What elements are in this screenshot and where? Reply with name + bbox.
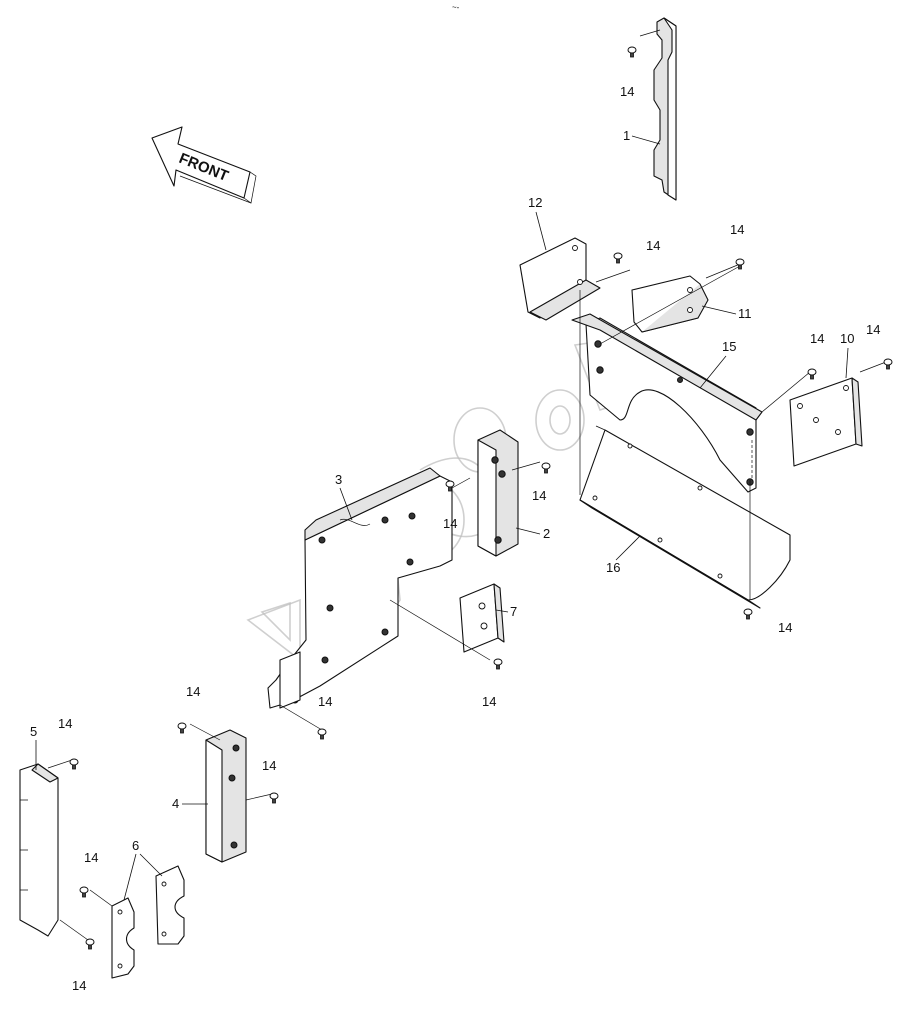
part-6-clamps xyxy=(111,865,185,979)
screw-14: 14 xyxy=(79,850,98,898)
part-11-bracket xyxy=(631,275,709,333)
front-arrow: FRONT xyxy=(151,126,257,204)
screw-label-14: 14 xyxy=(482,694,496,709)
screw-2: 14 xyxy=(613,238,660,264)
screw-label-14: 14 xyxy=(443,516,457,531)
part-12-bracket xyxy=(519,237,601,321)
screw-label-14: 14 xyxy=(646,238,660,253)
screw-label-14: 14 xyxy=(84,850,98,865)
screw-5: 14 xyxy=(866,322,893,370)
part-5-bracket xyxy=(19,763,59,937)
top-mark: ~- xyxy=(452,3,460,12)
label-part-15: 15 xyxy=(722,339,736,354)
screw-11: 14 xyxy=(177,684,200,734)
screw-7: 14 xyxy=(443,480,457,531)
label-part-1: 1 xyxy=(623,128,630,143)
label-part-4: 4 xyxy=(172,796,179,811)
label-part-11: 11 xyxy=(738,306,752,321)
part-2-bracket xyxy=(477,429,519,557)
part-3-panel xyxy=(267,467,453,709)
label-part-3: 3 xyxy=(335,472,342,487)
label-part-12: 12 xyxy=(528,195,542,210)
screw-label-14: 14 xyxy=(72,978,86,993)
screw-label-14: 14 xyxy=(810,331,824,346)
screw-label-14: 14 xyxy=(730,222,744,237)
part-4-channel xyxy=(205,729,247,863)
part-16-trough xyxy=(579,425,791,609)
label-part-2: 2 xyxy=(543,526,550,541)
label-part-10: 10 xyxy=(840,331,854,346)
label-part-7: 7 xyxy=(510,604,517,619)
screw-4: 14 xyxy=(807,331,824,380)
screw-15: 14 xyxy=(72,938,95,993)
screw-8: 14 xyxy=(743,608,792,635)
screw-label-14: 14 xyxy=(620,84,634,99)
screw-label-14: 14 xyxy=(532,488,546,503)
screw-6: 14 xyxy=(532,462,551,503)
label-part-6: 6 xyxy=(132,838,139,853)
part-7-block xyxy=(459,583,505,653)
screw-9: 14 xyxy=(482,658,503,709)
screw-1: 14 xyxy=(620,46,637,99)
assembly-lines xyxy=(47,29,887,941)
screw-label-14: 14 xyxy=(186,684,200,699)
screw-label-14: 14 xyxy=(58,716,72,731)
screw-label-14: 14 xyxy=(262,758,276,773)
screw-label-14: 14 xyxy=(318,694,332,709)
part-10-plate xyxy=(789,377,863,467)
label-part-5: 5 xyxy=(30,724,37,739)
part-labels: 1 2 3 4 5 6 7 10 11 12 15 16 xyxy=(30,128,854,901)
part-1-bracket xyxy=(653,17,677,201)
screw-label-14: 14 xyxy=(866,322,880,337)
screw-10: 14 xyxy=(317,694,332,740)
screw-12: 14 xyxy=(262,758,279,804)
screw-label-14: 14 xyxy=(778,620,792,635)
part-15-frame xyxy=(571,313,763,493)
screw-3: 14 xyxy=(730,222,745,270)
screw-13: 14 xyxy=(58,716,79,770)
label-part-16: 16 xyxy=(606,560,620,575)
